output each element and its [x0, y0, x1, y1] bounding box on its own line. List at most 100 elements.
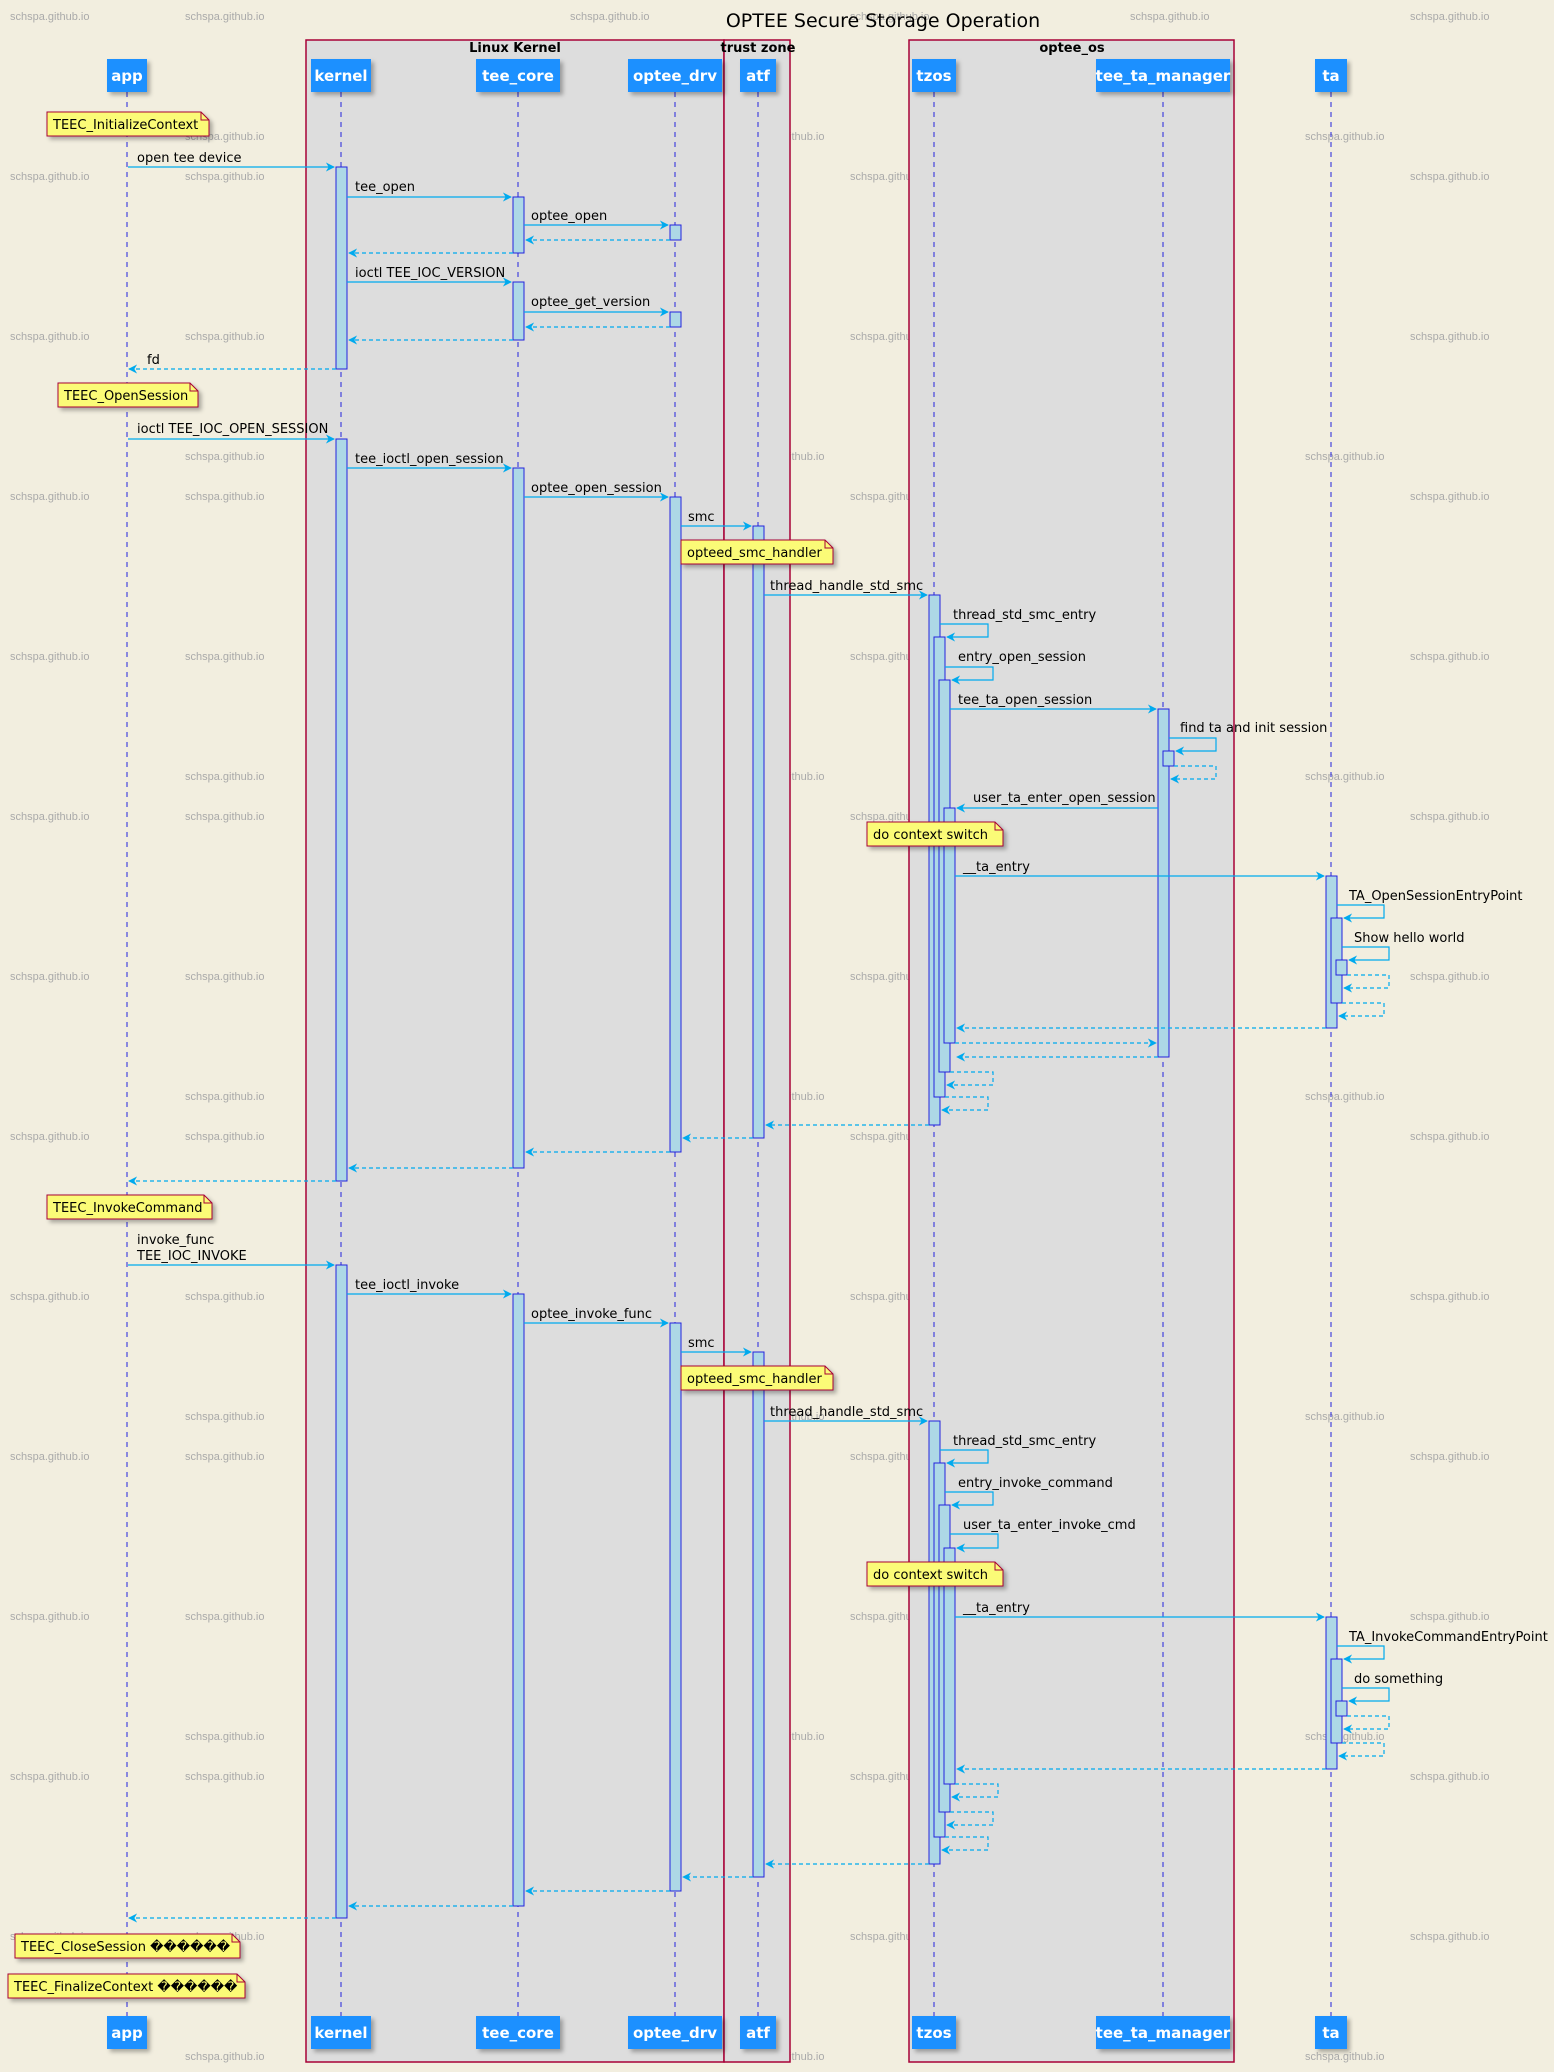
activation-ta — [1335, 959, 1348, 976]
participant-label: ta — [1322, 67, 1339, 85]
participant-tee-ta-manager[interactable]: tee_ta_manager — [1096, 2016, 1231, 2049]
watermark-text: schspa.github.io — [1410, 1931, 1490, 1943]
participant-label: app — [111, 2024, 143, 2042]
watermark-text: schspa.github.io — [185, 1131, 265, 1143]
message-label: TA_OpenSessionEntryPoint — [1348, 889, 1523, 904]
watermark-text: schspa.github.io — [1410, 1611, 1490, 1623]
activation-tee-core — [512, 196, 525, 254]
message-label: invoke_func — [137, 1233, 214, 1248]
watermark-text: schspa.github.io — [185, 1451, 265, 1463]
watermark-text: schspa.github.io — [1410, 171, 1490, 183]
message-label: thread_std_smc_entry — [953, 1434, 1096, 1449]
message-label: optee_open — [531, 209, 607, 224]
participant-app[interactable]: app — [107, 2016, 147, 2049]
participant-label: tee_ta_manager — [1096, 67, 1231, 85]
watermark-text: schspa.github.io — [850, 11, 930, 23]
participant-tzos[interactable]: tzos — [912, 2016, 956, 2049]
watermark-text: schspa.github.io — [10, 1291, 90, 1303]
message-arrows — [128, 162, 1390, 1923]
message-label: TEE_IOC_INVOKE — [136, 1249, 247, 1264]
message-label: tee_ioctl_invoke — [355, 1278, 459, 1293]
message-label: user_ta_enter_open_session — [973, 791, 1156, 806]
arrow-thread-std-smc-entry-2 — [940, 1449, 989, 1468]
note-text: TEEC_InitializeContext — [52, 118, 198, 133]
watermark-text: schspa.github.io — [10, 1771, 90, 1783]
activation-kernel — [335, 1264, 348, 1919]
message-label: tee_open — [355, 180, 415, 195]
note-open-session: TEEC_OpenSession — [57, 382, 199, 408]
participant-tee-core[interactable]: tee_core — [476, 2016, 560, 2049]
message-label: __ta_entry — [962, 1601, 1030, 1616]
message-label: find ta and init session — [1180, 721, 1327, 736]
activation-optee-drv — [669, 1322, 682, 1892]
watermark-text: schspa.github.io — [185, 971, 265, 983]
box-title-optee-os: optee_os — [1039, 41, 1105, 56]
participant-tzos[interactable]: tzos — [912, 59, 956, 92]
notes: TEEC_InitializeContext TEEC_OpenSession … — [7, 111, 1004, 1999]
participant-ta[interactable]: ta — [1315, 59, 1347, 92]
note-invoke-command: TEEC_InvokeCommand — [46, 1194, 213, 1220]
watermark-text: schspa.github.io — [1410, 971, 1490, 983]
participant-tee-ta-manager[interactable]: tee_ta_manager — [1096, 59, 1231, 92]
arrow-entry-open-session — [945, 666, 994, 685]
watermark-text: schspa.github.io — [10, 811, 90, 823]
participant-label: kernel — [314, 2024, 367, 2042]
participant-optee-drv[interactable]: optee_drv — [628, 59, 722, 92]
participant-ta[interactable]: ta — [1315, 2016, 1347, 2049]
note-text: do context switch — [873, 828, 988, 843]
watermark-text: schspa.github.io — [185, 1611, 265, 1623]
watermark-text: schspa.github.io — [1410, 1291, 1490, 1303]
watermark-text: schspa.github.io — [1410, 811, 1490, 823]
note-opteed-smc-handler: opteed_smc_handler — [680, 1365, 834, 1391]
watermark-text: schspa.github.io — [1305, 1411, 1385, 1423]
watermark-text: schspa.github.io — [185, 1731, 265, 1743]
watermark-text: schspa.github.io — [185, 171, 265, 183]
participant-app[interactable]: app — [107, 59, 147, 92]
box-title-trust-zone: trust zone — [721, 41, 796, 56]
note-do-context-switch: do context switch — [866, 821, 1004, 847]
watermark-text: schspa.github.io — [10, 11, 90, 23]
message-label: Show hello world — [1354, 931, 1465, 946]
message-label: smc — [688, 510, 715, 525]
participants-top: app kernel tee_core optee_drv atf tzos t… — [107, 59, 1347, 92]
note-text: TEEC_InvokeCommand — [52, 1201, 203, 1216]
participant-tee-core[interactable]: tee_core — [476, 59, 560, 92]
watermark-text: schspa.github.io — [185, 771, 265, 783]
watermark-text: schspa.github.io — [10, 1611, 90, 1623]
activation-kernel — [335, 438, 348, 1182]
watermark-text: schspa.github.io — [1305, 771, 1385, 783]
participant-kernel[interactable]: kernel — [311, 2016, 371, 2049]
watermark-text: schspa.github.io — [1305, 1091, 1385, 1103]
message-label: TA_InvokeCommandEntryPoint — [1348, 1630, 1548, 1645]
participant-label: tee_core — [482, 67, 554, 85]
participant-optee-drv[interactable]: optee_drv — [628, 2016, 722, 2049]
participant-label: atf — [746, 67, 770, 85]
participant-label: optee_drv — [633, 67, 717, 85]
participant-atf[interactable]: atf — [740, 59, 776, 92]
activation-tee-ta-manager — [1157, 708, 1170, 1058]
note-do-context-switch: do context switch — [866, 1561, 1004, 1587]
participant-atf[interactable]: atf — [740, 2016, 776, 2049]
message-label: optee_invoke_func — [531, 1307, 652, 1322]
participant-kernel[interactable]: kernel — [311, 59, 371, 92]
activation-tee-ta-manager — [1162, 750, 1175, 767]
participant-label: kernel — [314, 67, 367, 85]
watermark-text: schspa.github.io — [1305, 451, 1385, 463]
message-label: entry_invoke_command — [958, 1476, 1113, 1491]
message-label: __ta_entry — [962, 860, 1030, 875]
watermark-text: schspa.github.io — [185, 451, 265, 463]
participant-label: app — [111, 67, 143, 85]
watermark-text: schspa.github.io — [185, 331, 265, 343]
diagram-title: OPTEE Secure Storage Operation — [726, 10, 1040, 32]
watermark-text: schspa.github.io — [10, 491, 90, 503]
return-arrow — [941, 1096, 989, 1115]
return-arrow — [1338, 1002, 1385, 1021]
watermark-text: schspa.github.io — [185, 2051, 265, 2063]
watermark-text: schspa.github.io — [185, 811, 265, 823]
watermark-text: schspa.github.io — [185, 1771, 265, 1783]
watermark-text: schspa.github.io — [1410, 1451, 1490, 1463]
watermark-text: schspa.github.io — [570, 11, 650, 23]
arrow-ta-open-session-ep — [1337, 904, 1385, 923]
watermark-text: schspa.github.io — [10, 971, 90, 983]
note-finalize-context: TEEC_FinalizeContext ������ — [7, 1973, 246, 1999]
